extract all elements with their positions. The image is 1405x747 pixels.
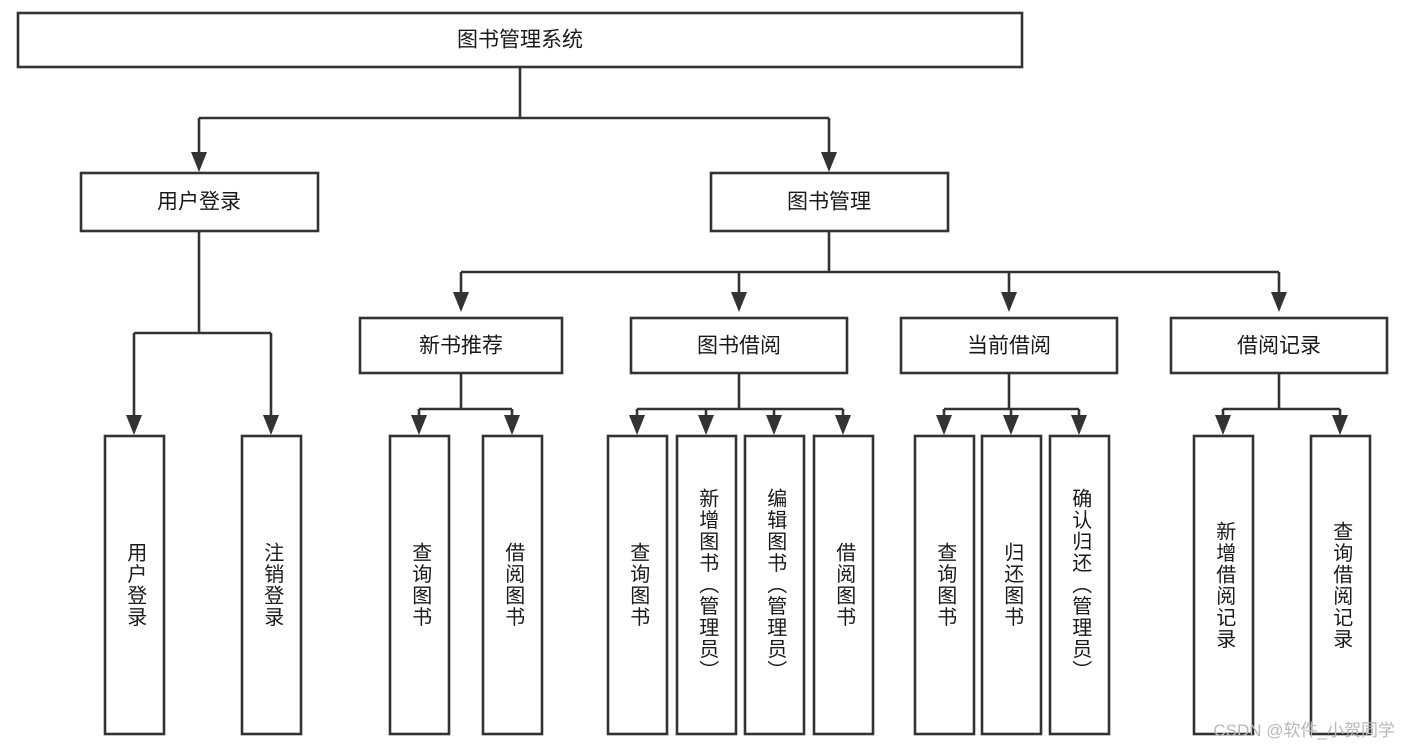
- node-book-borrow-label: 图书借阅: [697, 335, 781, 358]
- leaf-book-borrow-2[interactable]: [743, 434, 806, 736]
- leaf-current-borrow-2[interactable]: [1048, 434, 1111, 736]
- node-current-borrow[interactable]: 当前借阅: [899, 316, 1119, 375]
- leaf-new-book-1[interactable]: [481, 434, 544, 736]
- leaf-user-login-1[interactable]: [240, 434, 303, 736]
- arrow-icon: [453, 292, 469, 312]
- arrow-icon: [1271, 292, 1287, 312]
- arrow-icon: [731, 292, 747, 312]
- arrow-icon: [698, 415, 714, 435]
- connector-book-borrow-to-leaves: [629, 373, 851, 435]
- arrow-icon: [1003, 415, 1019, 435]
- node-new-book-recommend-label: 新书推荐: [419, 335, 503, 358]
- connector-root-to-level2: [191, 67, 837, 172]
- arrow-icon: [1071, 415, 1087, 435]
- node-new-book-recommend[interactable]: 新书推荐: [358, 316, 564, 375]
- node-current-borrow-label: 当前借阅: [967, 335, 1051, 358]
- arrow-icon: [504, 415, 520, 435]
- node-user-login-label: 用户登录: [157, 191, 241, 214]
- arrow-icon: [1332, 415, 1348, 435]
- arrow-icon: [936, 415, 952, 435]
- leaf-book-borrow-0[interactable]: [606, 434, 669, 736]
- arrow-icon: [191, 152, 207, 172]
- leaf-borrow-record-0[interactable]: [1192, 434, 1255, 736]
- node-root-label: 图书管理系统: [457, 29, 583, 52]
- node-book-borrow[interactable]: 图书借阅: [629, 316, 849, 375]
- node-book-manage-label: 图书管理: [787, 191, 871, 214]
- arrow-icon: [1215, 415, 1231, 435]
- arrow-icon: [1001, 292, 1017, 312]
- leaf-current-borrow-0[interactable]: [913, 434, 976, 736]
- arrow-icon: [835, 415, 851, 435]
- leaf-new-book-0[interactable]: [388, 434, 451, 736]
- node-book-manage[interactable]: 图书管理: [709, 171, 950, 233]
- leaf-current-borrow-1[interactable]: [980, 434, 1043, 736]
- leaf-book-borrow-1[interactable]: [675, 434, 738, 736]
- leaf-borrow-record-1[interactable]: [1309, 434, 1372, 736]
- node-borrow-record-label: 借阅记录: [1237, 335, 1321, 358]
- arrow-icon: [766, 415, 782, 435]
- connector-borrow-record-to-leaves: [1215, 373, 1348, 435]
- node-borrow-record[interactable]: 借阅记录: [1169, 316, 1389, 375]
- connector-book-manage-to-level3: [453, 231, 1287, 312]
- arrow-icon: [411, 415, 427, 435]
- leaf-user-login-0[interactable]: [103, 434, 166, 736]
- arrow-icon: [821, 152, 837, 172]
- arrow-icon: [126, 415, 142, 435]
- node-user-login[interactable]: 用户登录: [79, 171, 320, 233]
- node-root[interactable]: 图书管理系统: [16, 11, 1024, 69]
- connector-user-login-to-leaves: [126, 231, 279, 435]
- connector-new-book-to-leaves: [411, 373, 520, 435]
- connector-current-borrow-to-leaves: [936, 373, 1087, 435]
- arrow-icon: [629, 415, 645, 435]
- arrow-icon: [263, 415, 279, 435]
- leaf-book-borrow-3[interactable]: [812, 434, 875, 736]
